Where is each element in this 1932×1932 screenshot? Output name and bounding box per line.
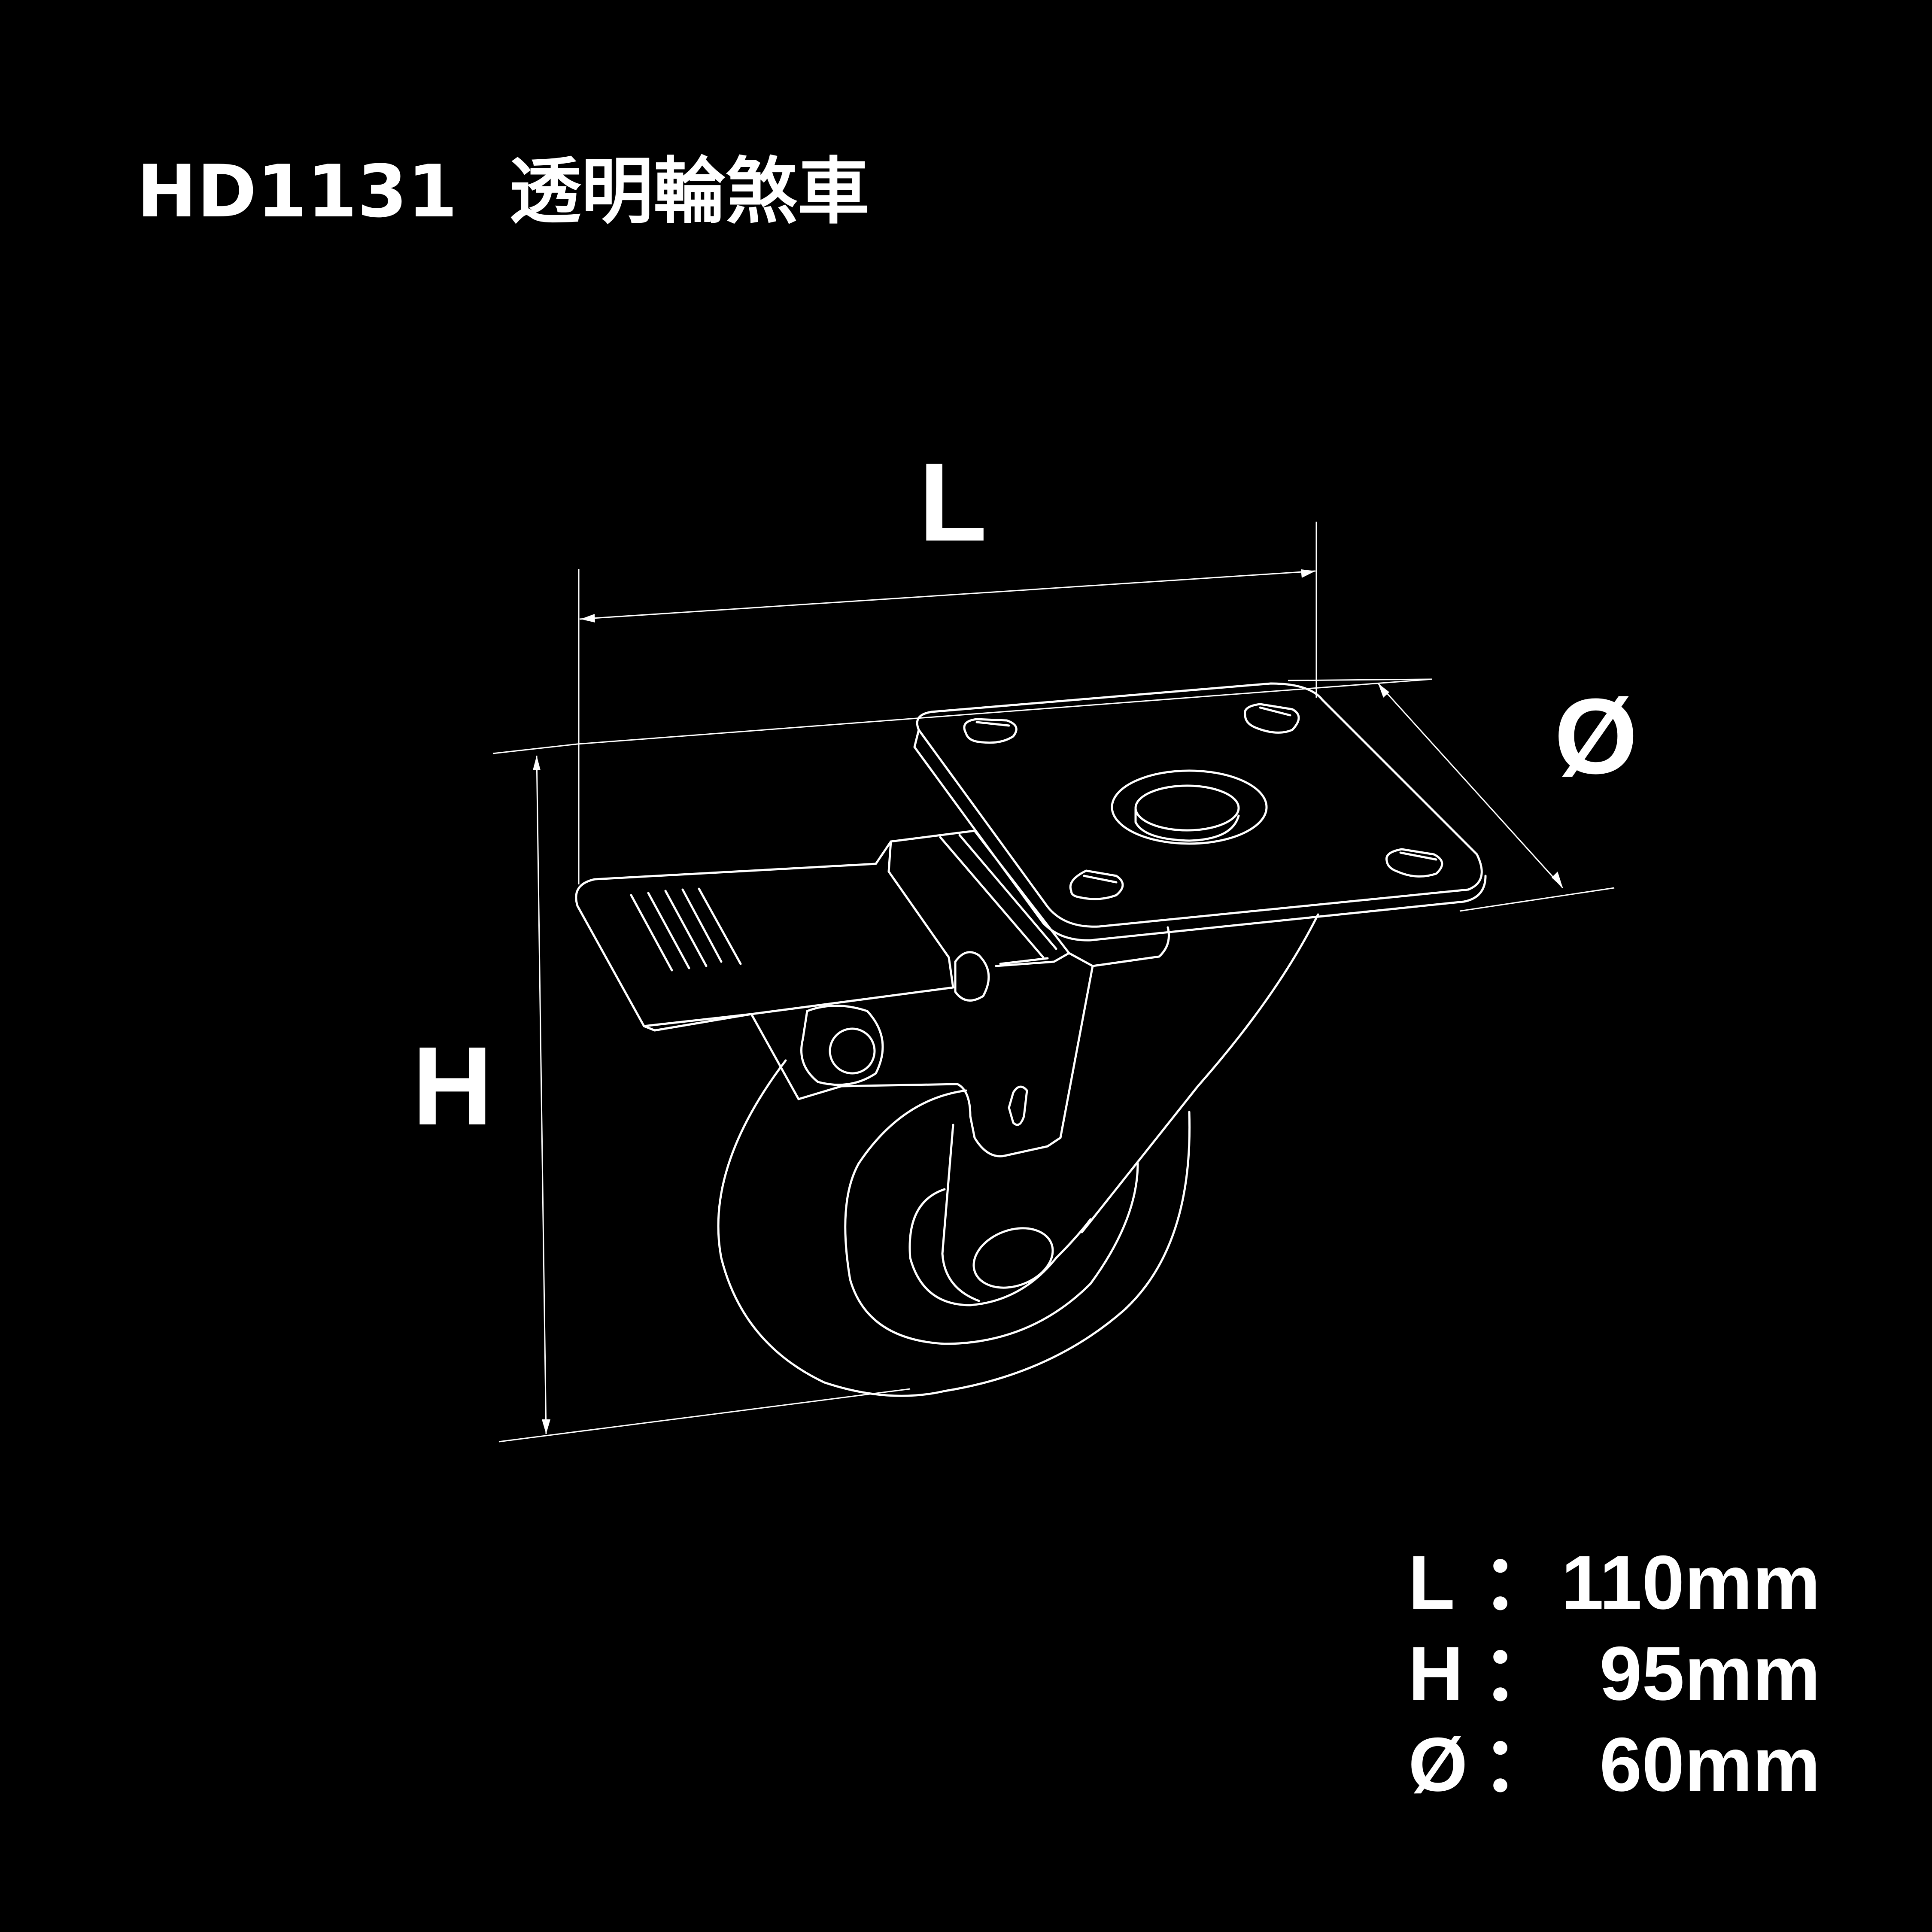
height-label: H — [412, 1024, 493, 1148]
diameter-dimension-line — [577, 678, 1615, 912]
spec-colon: ： — [1481, 1631, 1558, 1716]
spec-row-diameter: Ø ： 60mm — [1408, 1719, 1820, 1810]
diameter-label: Ø — [1554, 676, 1638, 796]
wheel — [717, 1059, 1191, 1397]
spec-colon: ： — [1481, 1540, 1558, 1625]
brake-hinge — [890, 829, 1070, 1002]
spec-value: 110mm — [1561, 1540, 1820, 1625]
length-dimension-line — [578, 522, 1317, 884]
spec-value: 95mm — [1599, 1631, 1820, 1716]
spec-table: L ： 110mm H ： 95mm Ø ： 60mm — [1408, 1537, 1820, 1810]
height-dimension-line — [492, 743, 911, 1443]
mounting-slot — [963, 718, 1018, 744]
spec-value: 60mm — [1599, 1722, 1820, 1807]
spec-row-length: L ： 110mm — [1408, 1537, 1820, 1628]
product-name: 透明輪煞車 — [509, 149, 870, 234]
mounting-slot — [1385, 848, 1443, 878]
model-number: HD1131 — [137, 149, 458, 234]
swivel-bearing — [1111, 769, 1268, 845]
spec-key: H — [1408, 1631, 1464, 1716]
length-label: L — [919, 440, 987, 565]
spec-key: L — [1408, 1540, 1455, 1625]
brake-pedal — [575, 840, 954, 1032]
spec-row-height: H ： 95mm — [1408, 1628, 1820, 1719]
mounting-plate — [913, 682, 1487, 942]
mounting-slot — [1243, 703, 1300, 734]
caster-fork — [750, 913, 1319, 1233]
spec-colon: ： — [1481, 1722, 1558, 1807]
mounting-slot — [1069, 869, 1124, 900]
spec-key: Ø — [1408, 1722, 1468, 1807]
